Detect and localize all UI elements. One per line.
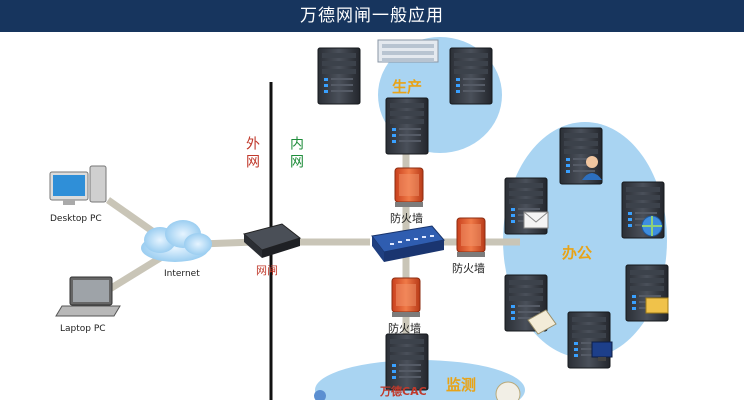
desktop-pc-label: Desktop PC — [50, 214, 102, 224]
firewall-right-icon — [456, 217, 486, 258]
firewall-bottom-label: 防火墙 — [388, 322, 421, 335]
folder-icon — [645, 297, 669, 314]
production-server-icon — [385, 97, 429, 155]
user-icon — [582, 156, 602, 180]
inner-network-label: 内网 — [288, 136, 304, 172]
globe-icon — [641, 215, 663, 237]
production-zone-label: 生产 — [392, 78, 423, 96]
laptop-pc-label: Laptop PC — [60, 324, 106, 334]
production-server-icon — [317, 47, 361, 105]
cac-label: 万德CAC — [380, 385, 427, 398]
document-icon — [527, 309, 557, 335]
internet-label: Internet — [164, 269, 200, 279]
network-switch — [371, 225, 445, 262]
mail-icon — [523, 211, 549, 229]
cac-server-icon — [385, 333, 429, 391]
page-title: 万德网闸一般应用 — [0, 0, 744, 32]
badge-icon — [495, 381, 521, 400]
firewall-top-icon — [394, 167, 424, 208]
laptop-pc-icon — [55, 276, 121, 317]
gatekeeper-device — [242, 223, 302, 258]
gatekeeper-label: 网闸 — [256, 264, 278, 277]
small-globe-icon — [314, 390, 326, 400]
monitor-zone-label: 监测 — [446, 376, 477, 394]
outer-network-label: 外网 — [244, 136, 260, 172]
production-rack-icon — [377, 39, 439, 63]
production-server-icon — [449, 47, 493, 105]
firewall-right-label: 防火墙 — [452, 262, 485, 275]
office-zone-label: 办公 — [562, 244, 593, 262]
firewall-top-label: 防火墙 — [390, 212, 423, 225]
firewall-bottom-icon — [391, 277, 421, 318]
monitor-icon — [591, 341, 613, 361]
desktop-pc-icon — [49, 165, 107, 205]
internet-cloud — [141, 220, 212, 262]
